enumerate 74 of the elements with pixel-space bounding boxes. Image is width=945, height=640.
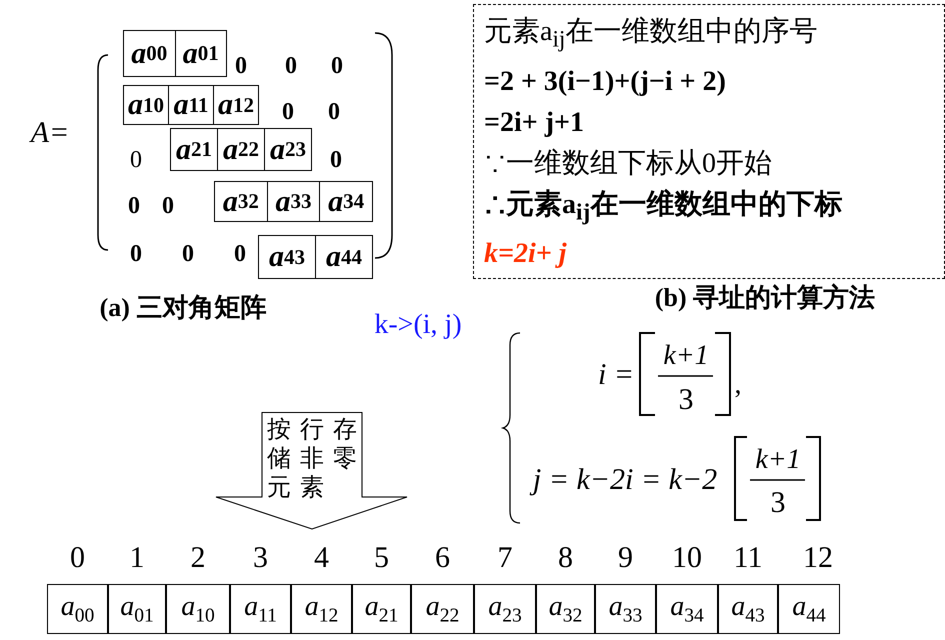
array-cell [536, 584, 595, 634]
formula-text: 3 [770, 488, 786, 518]
zero: 0 [331, 54, 343, 78]
matrix-element: a$_{23}$ [488, 590, 522, 628]
formula-text: 3 [678, 385, 694, 415]
array-cell [108, 584, 166, 634]
arrow-text: 按行存储非零元素 [267, 416, 367, 503]
index-number: 1 [130, 543, 144, 573]
zero: 0 [330, 148, 342, 172]
zero: 0 [128, 194, 140, 218]
matrix-element: a$_{12}$ [304, 590, 338, 628]
matrix-element: a$_{32}$ [548, 590, 582, 628]
array-cell [595, 584, 656, 634]
zero: 0 [234, 242, 246, 266]
formula-text: k+1 [663, 342, 709, 370]
index-number: 6 [435, 543, 450, 573]
formula-line: 元素a$_{ij}$在一维数组中的序号 [484, 15, 818, 55]
array-cell [291, 584, 352, 634]
formula-text: , [734, 371, 742, 399]
array-cell [352, 584, 411, 634]
zero: 0 [282, 100, 294, 124]
zero: 0 [130, 242, 142, 266]
matrix-element: a$_{10}$ [181, 590, 215, 628]
zero: 0 [162, 194, 174, 218]
formula-line: =2 + 3(i−1)+(j−i + 2) [484, 64, 726, 99]
zero: 0 [182, 242, 194, 266]
array-cell [718, 584, 778, 634]
formula-line: ∴元素a$_{ij}$在一维数组中的下标 [484, 188, 842, 228]
matrix-element: a$_{44}$ [792, 590, 826, 628]
array-cell [656, 584, 718, 634]
matrix-element: a$_{43}$ [731, 590, 765, 628]
mapping-label: k->(i, j) [374, 311, 462, 339]
formula-text: i = [598, 360, 634, 390]
matrix-element: a$_{00}$ [60, 590, 94, 628]
array-cell [474, 584, 536, 634]
array-cell [778, 584, 840, 634]
matrix-element: a$_{33}$ [608, 590, 642, 628]
formula-line: =2i+ j+1 [484, 106, 584, 140]
index-number: 4 [314, 543, 329, 573]
matrix-band-box [123, 85, 259, 125]
formula-line: k=2i+ j [484, 237, 566, 272]
formula-line: ∵一维数组下标从0开始 [484, 146, 772, 181]
index-number: 3 [253, 543, 268, 573]
figure-caption: (a) 三对角矩阵 [100, 295, 266, 321]
zero: 0 [130, 148, 142, 172]
index-number: 8 [558, 543, 573, 573]
index-number: 9 [618, 543, 633, 573]
matrix-element: a$_{01}$ [120, 590, 154, 628]
matrix-band-box [258, 235, 373, 279]
array-cell [47, 584, 108, 634]
index-number: 11 [734, 543, 762, 573]
zero: 0 [285, 54, 297, 78]
matrix-element: a$_{21}$ [364, 590, 398, 628]
formula-text: k+1 [755, 446, 801, 474]
matrix-element: a$_{22}$ [426, 590, 460, 628]
array-cell [411, 584, 474, 634]
index-number: 5 [374, 543, 389, 573]
matrix-element: a$_{34}$ [670, 590, 704, 628]
matrix-name: A= [30, 118, 70, 148]
index-number: 0 [70, 543, 85, 573]
index-number: 10 [672, 543, 702, 573]
matrix-element: a$_{11}$ [244, 590, 277, 628]
index-number: 12 [803, 543, 833, 573]
zero: 0 [328, 100, 340, 124]
array-cell [230, 584, 291, 634]
matrix-band-box [123, 30, 227, 77]
index-number: 7 [498, 543, 512, 573]
figure-caption: (b) 寻址的计算方法 [654, 285, 876, 311]
array-cell [166, 584, 230, 634]
matrix-band-box [214, 181, 373, 222]
index-number: 2 [190, 543, 206, 573]
formula-panel [473, 4, 945, 279]
matrix-band-box [170, 128, 312, 171]
zero: 0 [235, 54, 247, 78]
